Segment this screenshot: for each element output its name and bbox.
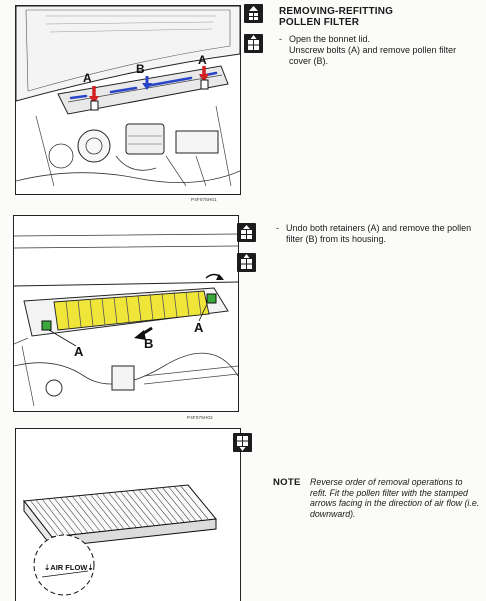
air-flow-arrow-icon: ⇣ bbox=[87, 563, 93, 572]
fig2-label-a-left: A bbox=[74, 344, 84, 359]
step-text: Undo both retainers (A) and remove the p… bbox=[286, 223, 472, 244]
note-text: Reverse order of removal operations to r… bbox=[310, 477, 480, 519]
fig1-label-a-right: A bbox=[198, 53, 207, 67]
removal-icon bbox=[244, 4, 263, 23]
figure-1-ref: P4F075H01 bbox=[191, 197, 217, 202]
fig2-label-a-right: A bbox=[194, 320, 204, 335]
figure-2-ref: P4F075H02 bbox=[187, 415, 213, 420]
figure-2-illustration: A B A bbox=[14, 233, 238, 407]
page-title: REMOVING-REFITTING POLLEN FILTER bbox=[279, 6, 469, 28]
refit-icon bbox=[233, 433, 252, 452]
filter-removal-icon bbox=[237, 253, 256, 272]
step-unscrew-bolts: Unscrew bolts (A) and remove pollen filt… bbox=[279, 45, 479, 67]
retainer-removal-icon bbox=[237, 223, 256, 242]
fig1-label-b: B bbox=[136, 62, 145, 76]
step-text: Unscrew bolts (A) and remove pollen filt… bbox=[289, 45, 457, 66]
pollen-filter-highlight bbox=[53, 290, 210, 331]
figure-3-illustration: ⇣AIR FLOW⇣ bbox=[23, 484, 217, 596]
cover-removal-icon bbox=[244, 34, 263, 53]
page-title-line-1: REMOVING-REFITTING bbox=[279, 6, 394, 17]
figure-1-illustration: A B A bbox=[16, 6, 240, 187]
air-flow-arrow-icon: ⇣ bbox=[44, 563, 50, 572]
air-flow-stamp: ⇣AIR FLOW⇣ bbox=[44, 563, 94, 572]
note-label: NOTE bbox=[273, 477, 301, 488]
step-open-bonnet: - Open the bonnet lid. bbox=[279, 34, 479, 45]
step-dash: - bbox=[276, 223, 279, 233]
fig2-label-b: B bbox=[144, 336, 153, 351]
step-undo-retainers: - Undo both retainers (A) and remove the… bbox=[276, 223, 482, 245]
figure-1-engine-bay: A B A bbox=[15, 5, 241, 195]
figure-3-filter-element: ⇣AIR FLOW⇣ bbox=[15, 428, 241, 601]
step-text: Open the bonnet lid. bbox=[289, 34, 371, 44]
fig1-label-a-left: A bbox=[83, 71, 92, 85]
step-dash: - bbox=[279, 34, 282, 44]
figure-2-filter-housing: A B A bbox=[13, 215, 239, 412]
page-title-line-2: POLLEN FILTER bbox=[279, 17, 360, 28]
